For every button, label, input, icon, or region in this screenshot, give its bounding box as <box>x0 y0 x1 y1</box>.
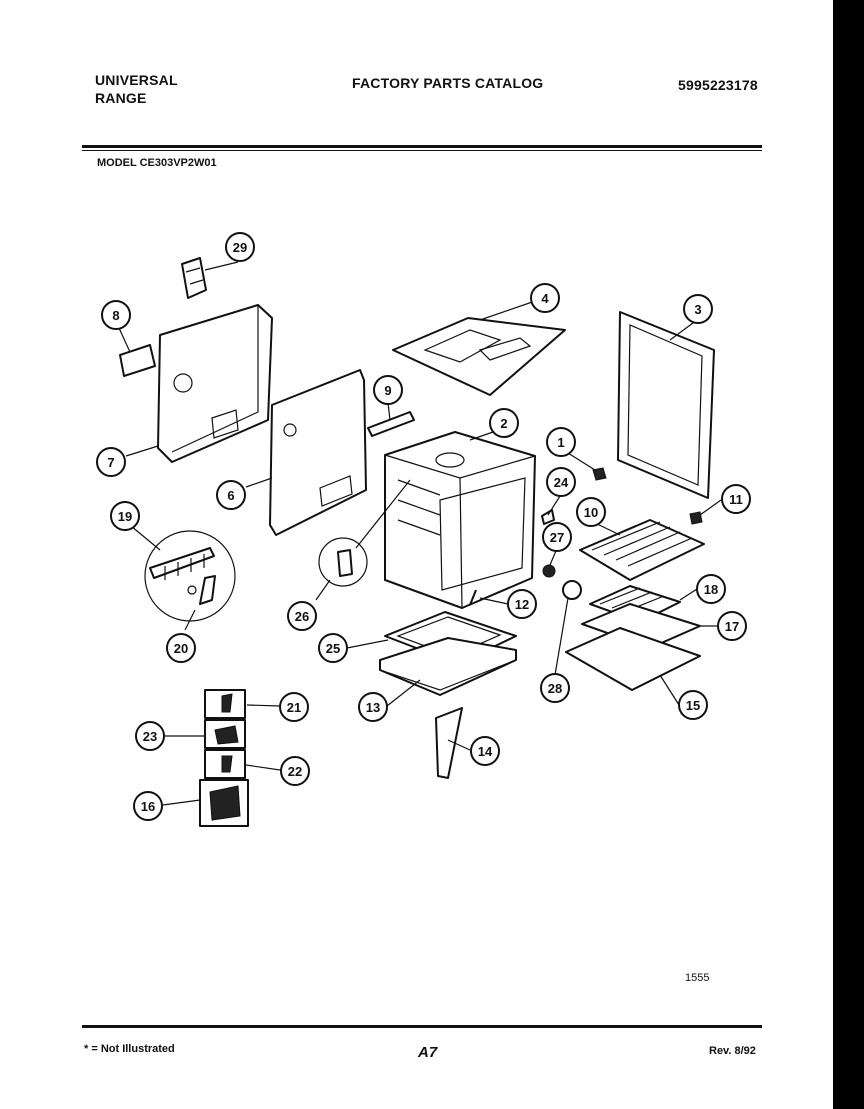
callout-29: 29 <box>225 232 255 262</box>
page-number: A7 <box>418 1044 438 1061</box>
callout-10: 10 <box>576 497 606 527</box>
part-3-door-frame <box>617 311 715 499</box>
part-13-drawer <box>379 637 517 696</box>
part-15-liner <box>565 627 701 691</box>
callout-26: 26 <box>287 601 317 631</box>
revision-date: Rev. 8/92 <box>709 1045 756 1057</box>
part-28-bulb <box>562 580 582 600</box>
callout-27: 27 <box>542 522 572 552</box>
exploded-parts-diagram <box>118 257 722 827</box>
part-6-back-panel <box>269 369 367 536</box>
parts-21-22-23-16-stack <box>199 689 249 827</box>
callout-15: 15 <box>678 690 708 720</box>
callout-19: 19 <box>110 501 140 531</box>
callout-22: 22 <box>280 756 310 786</box>
callout-3: 3 <box>683 294 713 324</box>
callout-13: 13 <box>358 692 388 722</box>
brand-line-2: RANGE <box>95 90 147 106</box>
part-19-20-detail <box>144 530 236 622</box>
brand-line-1: UNIVERSAL <box>95 72 178 88</box>
callout-7: 7 <box>96 447 126 477</box>
callout-28: 28 <box>540 673 570 703</box>
part-2-oven-cavity <box>384 431 536 609</box>
part-27-socket <box>542 564 556 578</box>
callout-11: 11 <box>721 484 751 514</box>
part-7-side-panel <box>157 304 273 463</box>
part-10-rack <box>579 519 705 581</box>
footer-rule <box>82 1025 762 1028</box>
leader-lines <box>118 261 722 806</box>
part-26-detail <box>318 479 411 587</box>
model-label: MODEL CE303VP2W01 <box>97 157 217 169</box>
callout-6: 6 <box>216 480 246 510</box>
callout-9: 9 <box>373 375 403 405</box>
part-8-plate <box>119 344 156 377</box>
callout-2: 2 <box>489 408 519 438</box>
callout-18: 18 <box>696 574 726 604</box>
callout-20: 20 <box>166 633 196 663</box>
callout-16: 16 <box>133 791 163 821</box>
parts-catalog-page: UNIVERSAL RANGE FACTORY PARTS CATALOG 59… <box>0 0 833 1109</box>
part-14-bracket <box>435 707 463 779</box>
callout-1: 1 <box>546 427 576 457</box>
legend-note: * = Not Illustrated <box>84 1043 175 1055</box>
callout-25: 25 <box>318 633 348 663</box>
header-rule-thin <box>82 150 762 151</box>
callout-17: 17 <box>717 611 747 641</box>
catalog-number: 5995223178 <box>678 77 758 93</box>
header-rule <box>82 145 762 148</box>
callout-23: 23 <box>135 721 165 751</box>
callout-4: 4 <box>530 283 560 313</box>
callout-21: 21 <box>279 692 309 722</box>
part-12-hook <box>469 589 477 606</box>
catalog-title: FACTORY PARTS CATALOG <box>352 75 544 91</box>
callout-14: 14 <box>470 736 500 766</box>
part-9-strip <box>367 411 415 437</box>
part-1-nut <box>592 467 607 481</box>
part-24-pin <box>541 509 555 525</box>
diagram-code: 1555 <box>685 972 710 984</box>
callout-12: 12 <box>507 589 537 619</box>
callout-24: 24 <box>546 467 576 497</box>
part-11-clip <box>689 511 703 525</box>
part-29-bracket <box>181 257 207 299</box>
part-4-top-panel <box>392 317 566 396</box>
callout-8: 8 <box>101 300 131 330</box>
